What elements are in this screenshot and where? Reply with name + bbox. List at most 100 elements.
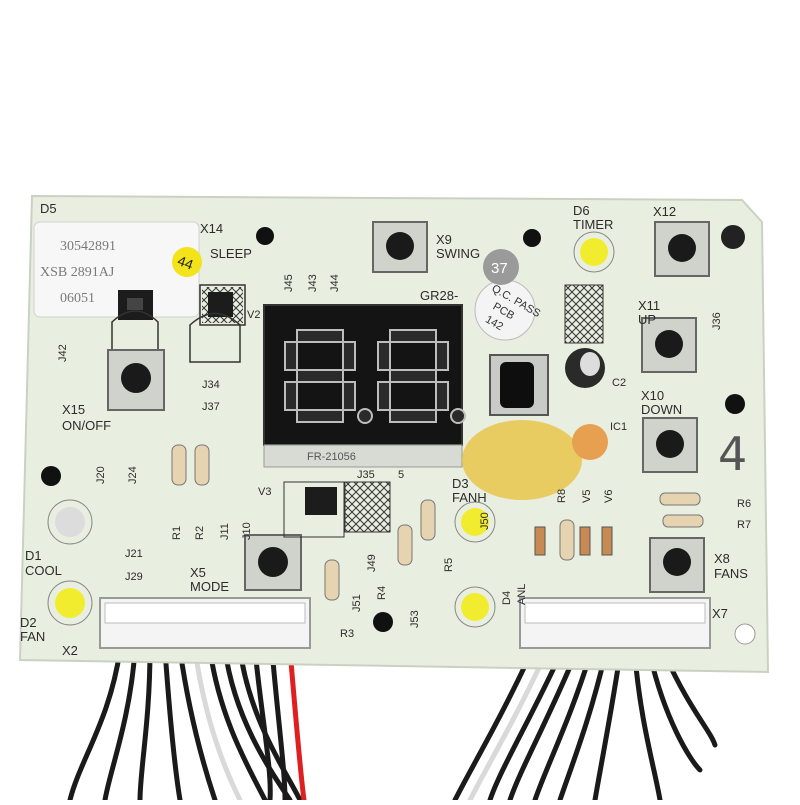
button-x11[interactable] [641,317,697,373]
digit-segment [435,381,449,411]
label-j37: J37 [202,401,220,413]
label-r8: R8 [556,489,568,503]
label-swing: SWING [436,246,480,261]
decimal-point [450,408,466,424]
connector-x7[interactable] [519,597,711,649]
digit-segment [377,381,391,411]
digit-segment [342,381,356,411]
digit-segment [389,409,437,423]
label-v2: V2 [247,309,260,321]
digit-segment [296,369,344,383]
label-x12: X12 [653,204,676,219]
wire-bundle-right [452,652,718,803]
led-d4-anl [454,586,496,628]
label-r4: R4 [376,586,388,600]
label-r2: R2 [194,526,206,540]
display-module-code: FR-21056 [307,451,356,463]
sticker-line2: XSB 2891AJ [40,265,115,280]
digit-segment [296,329,344,343]
digit-segment [435,341,449,371]
label-x5: X5 [190,565,206,580]
button-x8[interactable] [649,537,705,593]
digit-segment [284,341,298,371]
decimal-point [357,408,373,424]
button-x12[interactable] [654,221,710,277]
label-j36: J36 [711,312,723,330]
label-x15: X15 [62,402,85,417]
label-j21: J21 [125,548,143,560]
transistor-v2 [189,284,246,363]
label-d3: D3 [452,476,469,491]
label-r6: R6 [737,498,751,510]
resistors [171,444,704,601]
connector-x2[interactable] [99,597,311,649]
label-j11: J11 [219,523,231,540]
button-x5[interactable] [244,534,302,591]
label-r5: R5 [443,558,455,572]
label-d1: D1 [25,548,42,563]
led-d2-fan [47,580,93,626]
label-j42: J42 [57,344,69,362]
label-fans: FANS [714,566,748,581]
digit-segment [342,341,356,371]
label-j50: J50 [479,512,491,530]
label-r7: R7 [737,519,751,531]
label-v3: V3 [258,486,271,498]
label-j49: J49 [366,554,378,572]
button-x9[interactable] [372,221,428,273]
capacitor-c2 [565,348,605,388]
label-five: 5 [398,469,404,481]
serial-sticker: 30542891 XSB 2891AJ 06051 [33,221,200,318]
label-j44: J44 [329,274,341,292]
handwritten-number: 4 [718,427,747,481]
label-j29: J29 [125,571,143,583]
label-cool: COOL [25,563,62,578]
hatched-area-bottom [283,481,391,538]
led-d6-timer [573,231,615,273]
label-j35: J35 [357,469,375,481]
ir-receiver [489,354,549,416]
label-ic1: IC1 [610,421,627,433]
label-x10: X10 [641,388,664,403]
digit-segment [284,381,298,411]
button-x10[interactable] [642,417,698,473]
label-anl: ANL [516,584,528,605]
hatched-area-top [564,284,604,344]
label-v5: V5 [581,490,593,503]
label-x11: X11 [638,298,660,313]
label-onoff: ON/OFF [62,418,111,433]
glue-blob [462,420,608,500]
digit-segment [389,329,437,343]
digit-segment [377,341,391,371]
label-x2: X2 [62,643,78,658]
silkscreen-labels: D5 X14 SLEEP X9 SWING D6 TIMER X12 X11 U… [20,201,751,658]
label-j10: J10 [241,522,253,540]
label-j53: J53 [409,610,421,628]
digit-segment [296,409,344,423]
label-j34: J34 [202,379,220,391]
label-x14-sleep: SLEEP [210,246,252,261]
label-j51: J51 [351,594,363,612]
label-j24: J24 [127,466,139,484]
grey-tag: 37 [483,249,519,285]
button-x15[interactable] [107,349,165,411]
label-r1: R1 [171,526,183,540]
led-d3-fanh [454,501,496,543]
label-down: DOWN [641,402,682,417]
digit-segment [389,369,437,383]
label-fanh: FANH [452,490,487,505]
label-x7: X7 [712,606,728,621]
label-x8: X8 [714,551,730,566]
sticker-line1: 30542891 [60,239,116,254]
sticker-line3: 06051 [60,291,95,306]
label-d5: D5 [40,201,57,216]
label-board-code: GR28- [420,288,458,303]
label-x9: X9 [436,232,452,247]
label-r3: R3 [340,628,354,640]
label-mode: MODE [190,579,229,594]
label-j45: J45 [283,274,295,292]
wire-bundle-left [67,647,307,803]
led-d1-cool [47,499,93,545]
label-v6: V6 [603,490,615,503]
label-d4: D4 [501,591,513,605]
